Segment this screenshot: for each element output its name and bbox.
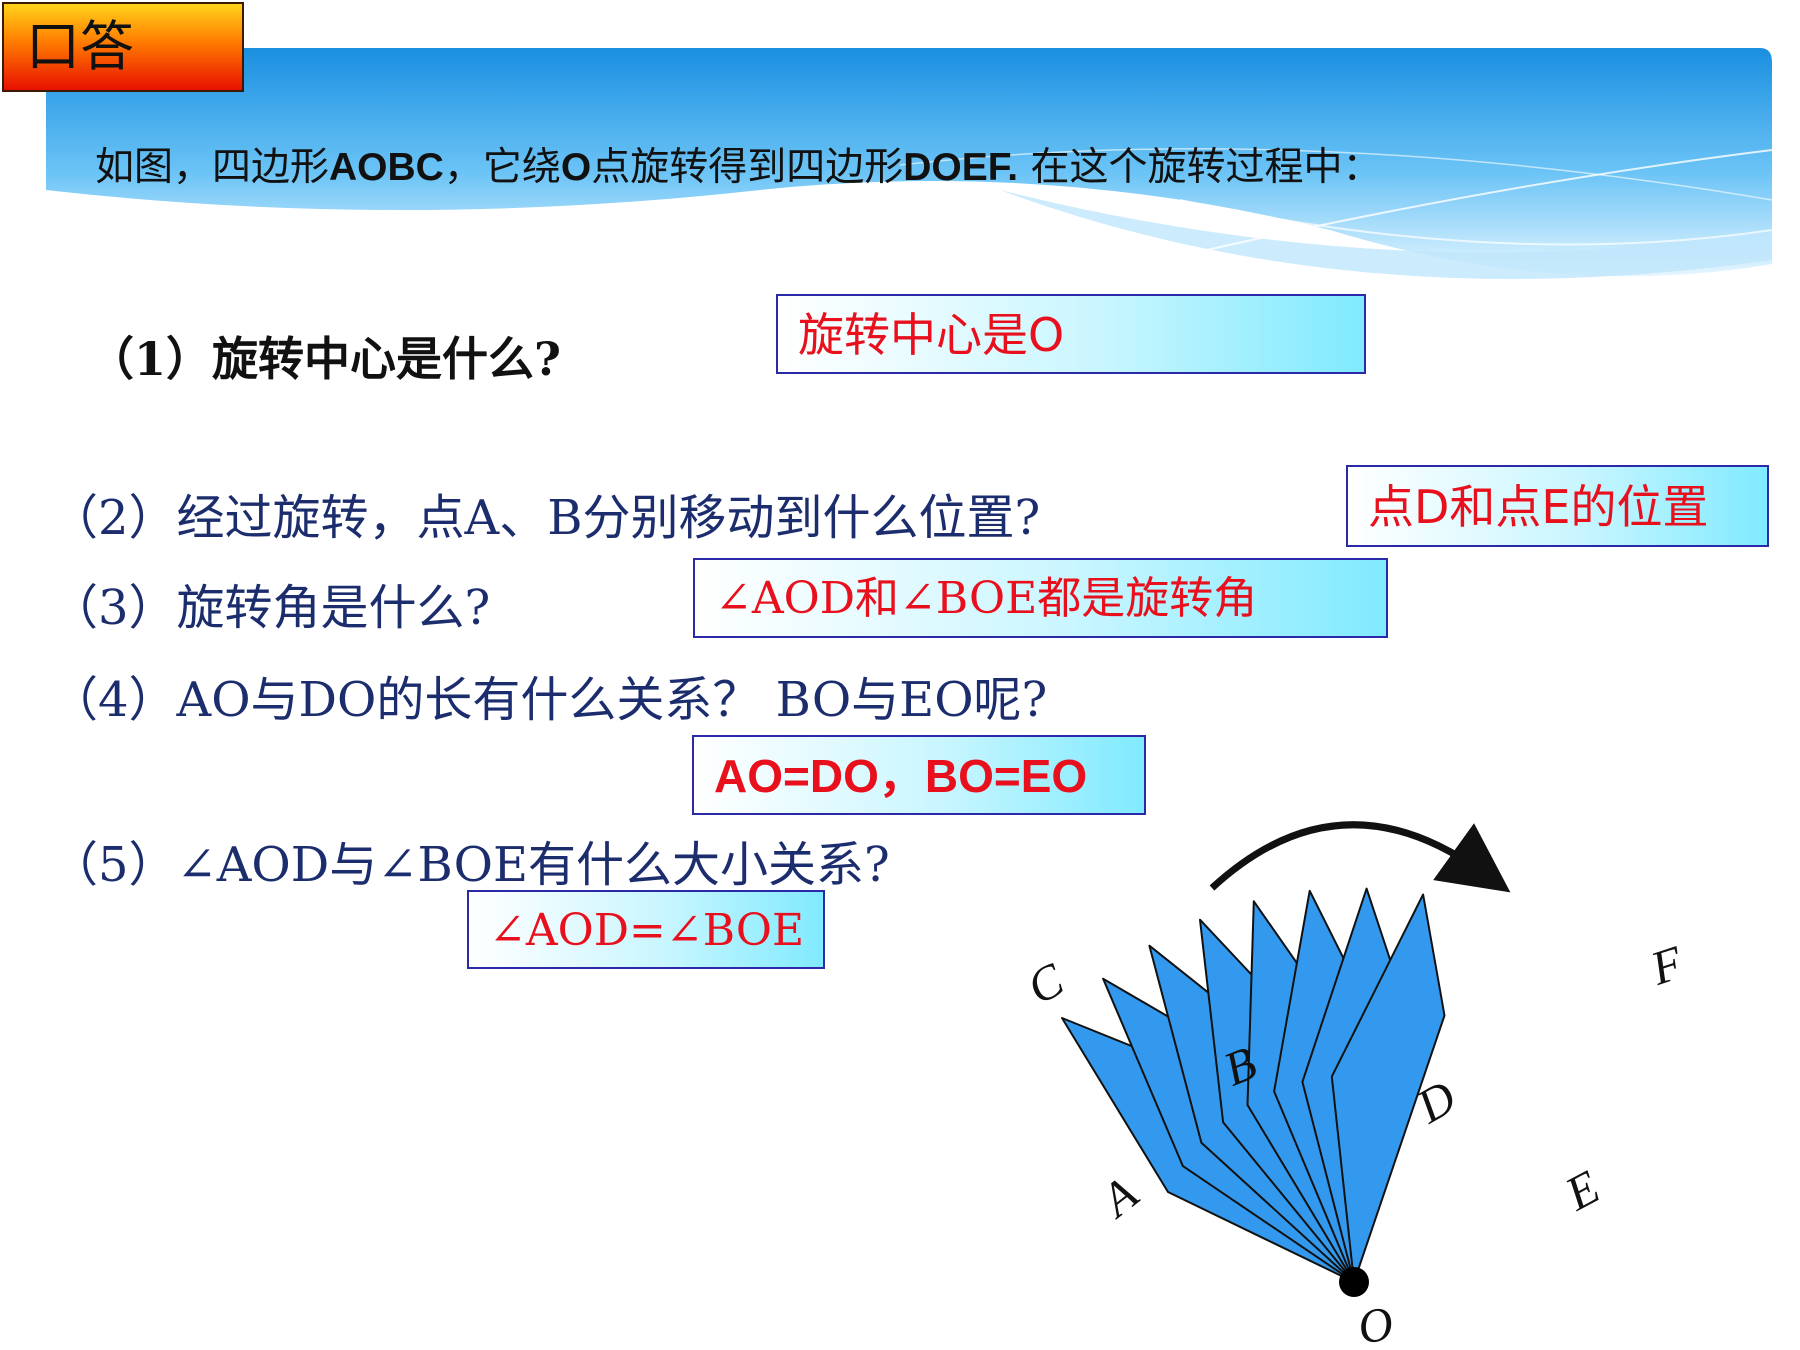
rotated-quadrilateral <box>1330 893 1446 1283</box>
label-e: E <box>1556 1160 1608 1221</box>
label-f: F <box>1644 936 1690 996</box>
oral-answer-tag: 口答 <box>2 2 244 92</box>
answer-5-box: ∠AOD=∠BOE <box>467 890 825 969</box>
question-5: （5）∠AOD与∠BOE有什么大小关系? <box>50 837 890 893</box>
answer-1-box: 旋转中心是O <box>776 294 1366 374</box>
answer-4-box: AO=DO，BO=EO <box>692 735 1146 815</box>
question-2: （2）经过旋转，点A、B分别移动到什么位置? <box>50 490 1041 546</box>
question-4: （4）AO与DO的长有什么关系？ BO与EO呢? <box>50 672 1048 728</box>
answer-3-box: ∠AOD和∠BOE都是旋转角 <box>693 558 1388 638</box>
intro-text: 如图，四边形AOBC，它绕O点旋转得到四边形DOEF. 在这个旋转过程中： <box>95 145 1382 190</box>
rotated-quadrilaterals <box>1061 887 1446 1283</box>
label-o: O <box>1353 1296 1398 1350</box>
label-c: C <box>1019 953 1073 1015</box>
label-a: A <box>1090 1167 1149 1229</box>
rotation-figure: C B A D F E O <box>1019 821 1690 1350</box>
center-point-o <box>1339 1267 1369 1297</box>
answer-2-box: 点D和点E的位置 <box>1346 465 1769 547</box>
rotation-arrow <box>1209 821 1511 893</box>
question-1: （1）旋转中心是什么? <box>88 332 561 386</box>
question-3: （3）旋转角是什么? <box>50 580 491 636</box>
